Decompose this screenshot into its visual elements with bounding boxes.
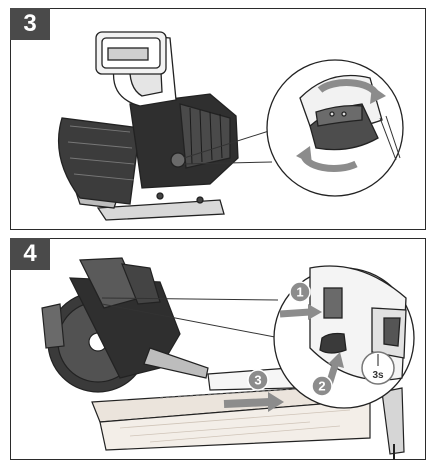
callout-3: 3 xyxy=(247,369,269,391)
step-number-badge: 3 xyxy=(10,8,50,40)
zoom-detail-switch xyxy=(273,265,415,409)
circular-saw-drawing xyxy=(57,31,239,221)
svg-text:3: 3 xyxy=(254,373,261,388)
circular-saw-drawing xyxy=(41,257,209,393)
timer-label: 3s xyxy=(372,370,384,381)
svg-text:1: 1 xyxy=(296,285,303,300)
step-4-panel: 3s 1 2 3 4 xyxy=(10,238,426,460)
callout-2: 2 xyxy=(311,375,333,397)
step-number-badge: 4 xyxy=(10,238,50,270)
saw-cut-illustration: 3s 1 2 3 xyxy=(41,257,415,460)
saw-adjust-illustration xyxy=(57,31,404,221)
panel-frame xyxy=(10,8,426,230)
panel-frame xyxy=(10,238,426,460)
zoom-detail-lever xyxy=(266,59,404,197)
callout-1: 1 xyxy=(289,281,311,303)
svg-text:2: 2 xyxy=(318,379,325,394)
step-3-panel: 3 xyxy=(10,8,426,230)
